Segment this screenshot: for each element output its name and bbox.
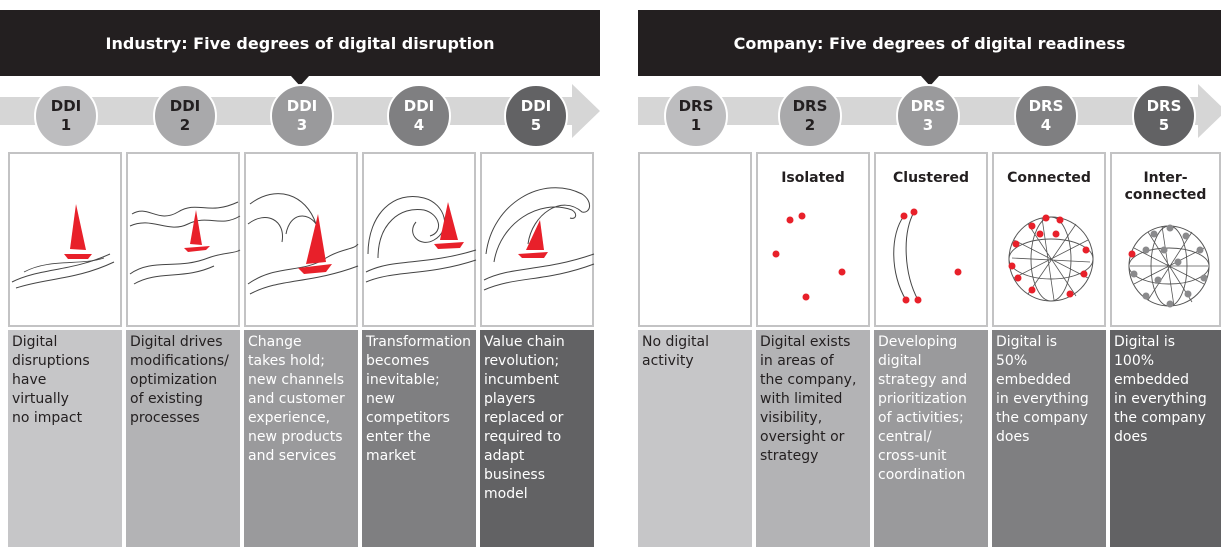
drs-2-card: Isolated (756, 152, 870, 327)
connected-network-icon (1008, 214, 1094, 302)
sailboat-rough-sea-icon (247, 193, 359, 295)
drs-5-label: Inter- connected (1124, 170, 1207, 203)
drs-5-column: Inter- connected (1110, 152, 1221, 547)
ddi-2-column: Digital drives modifications/ optimizati… (126, 152, 241, 547)
drs-4-label: Connected (1007, 170, 1091, 186)
sailboat-storm-icon (365, 196, 477, 283)
ddi-5-card (480, 152, 595, 327)
drs-5-description: Digital is 100% embedded in everything t… (1110, 330, 1221, 547)
drs-5-card: Inter- connected (1110, 152, 1221, 327)
clustered-dots-icon (893, 208, 962, 304)
ddi-2-description: Digital drives modifications/ optimizati… (126, 330, 240, 547)
ddi-1-column: Digital disruptions have virtually no im… (8, 152, 122, 547)
ddi-5-description: Value chain revolution; incumbent player… (480, 330, 594, 547)
ddi-4-description: Transformation becomes inevitable; new c… (362, 330, 476, 547)
drs-4-card: Connected (992, 152, 1106, 327)
isolated-dots-icon (772, 212, 846, 301)
ddi-3-description: Change takes hold; new channels and cust… (244, 330, 358, 547)
drs-1-column: No digital activity (638, 152, 752, 547)
drs-3-description: Developing digital strategy and prioriti… (874, 330, 988, 547)
sailboat-calm-icon (11, 204, 115, 289)
ddi-1-description: Digital disruptions have virtually no im… (8, 330, 122, 547)
drs-3-card: Clustered (874, 152, 988, 327)
ddi-2-card (126, 152, 241, 327)
progress-arrow-head (1198, 84, 1221, 138)
sailboat-waves-icon (129, 201, 241, 285)
ddi-3-card (244, 152, 359, 327)
ddi-4-card (362, 152, 477, 327)
drs-3-column: Clustered Developing digital strategy an… (874, 152, 988, 547)
drs-4-description: Digital is 50% embedded in everything th… (992, 330, 1106, 547)
drs-3-label: Clustered (893, 170, 969, 186)
drs-1-description: No digital activity (638, 330, 752, 547)
industry-panel: Industry: Five degrees of digital disrup… (0, 0, 600, 548)
ddi-1-card (8, 152, 122, 327)
company-title: Company: Five degrees of digital readine… (638, 10, 1221, 86)
ddi-5-column: Value chain revolution; incumbent player… (480, 152, 595, 547)
industry-title: Industry: Five degrees of digital disrup… (0, 10, 600, 86)
drs-2-label: Isolated (781, 170, 845, 186)
ddi-3-column: Change takes hold; new channels and cust… (244, 152, 359, 547)
drs-1-card (638, 152, 752, 327)
sailboat-giant-wave-icon (483, 187, 595, 291)
ddi-4-column: Transformation becomes inevitable; new c… (362, 152, 477, 547)
drs-2-description: Digital exists in areas of the company, … (756, 330, 870, 547)
progress-arrow-head (572, 84, 600, 138)
drs-4-column: Connected Digital is 50% embedded (992, 152, 1106, 547)
drs-2-column: Isolated Digital exists in areas of the … (756, 152, 870, 547)
company-panel: Company: Five degrees of digital readine… (638, 0, 1221, 548)
interconnected-network-icon (1128, 224, 1210, 308)
